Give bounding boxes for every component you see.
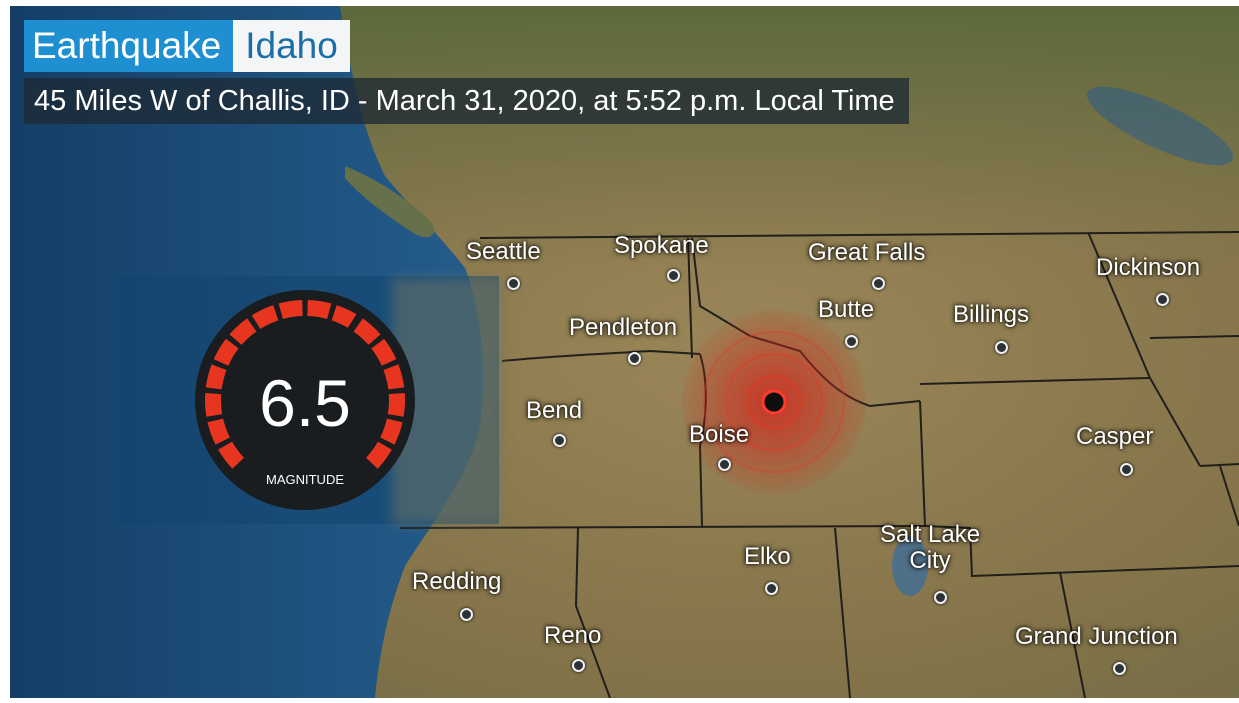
gauge-segment [371, 338, 397, 366]
magnitude-value: 6.5 [259, 366, 351, 440]
border-co-ne [1219, 465, 1239, 527]
gauge-segment [218, 441, 244, 469]
gauge-segment [383, 364, 405, 390]
border-nevada-north [399, 525, 926, 529]
city-label-great-falls: Great Falls [808, 239, 926, 266]
border-id-wy [919, 400, 926, 527]
vancouver-island [345, 166, 435, 238]
gauge-segment [251, 305, 279, 329]
gauge-segment [278, 300, 303, 319]
city-label-pendleton: Pendleton [569, 314, 678, 341]
city-label-reno: Reno [544, 622, 602, 649]
border-ut-co [1059, 571, 1086, 698]
city-marker-butte [845, 335, 858, 348]
city-label-grand-junction: Grand Junction [1015, 623, 1178, 650]
gauge-segment [380, 418, 403, 445]
city-marker-elko [765, 582, 778, 595]
city-label-casper: Casper [1076, 423, 1154, 450]
map-frame: Earthquake Idaho 45 Miles W of Challis, … [10, 6, 1239, 698]
gauge-segment [205, 364, 227, 390]
city-marker-seattle [507, 277, 520, 290]
border-canada-us [479, 231, 1239, 239]
border-ca-nv [574, 527, 611, 698]
border-mt-nd [1087, 231, 1151, 379]
border-nd-sd [1149, 335, 1239, 339]
city-label-billings: Billings [953, 301, 1030, 328]
city-label-elko: Elko [744, 543, 791, 570]
city-marker-grand-junction [1113, 662, 1126, 675]
gauge-segment [387, 392, 405, 417]
gauge-pointer [342, 312, 362, 339]
gauge-segment [353, 318, 381, 345]
border-wy-ne [1199, 463, 1239, 467]
city-label-seattle: Seattle [466, 238, 541, 265]
magnitude-label: MAGNITUDE [266, 472, 344, 487]
border-wa-or [501, 349, 701, 362]
border-wa-id [687, 237, 693, 359]
city-marker-salt-lake-city [934, 591, 947, 604]
city-label-butte: Butte [818, 296, 875, 323]
border-ut-wy [924, 525, 1239, 578]
title-bar: Earthquake Idaho [24, 20, 350, 72]
city-marker-spokane [667, 269, 680, 282]
city-label-boise: Boise [689, 421, 750, 448]
gauge-segment [205, 392, 223, 417]
border-nv-ut [834, 527, 851, 698]
city-marker-bend [553, 434, 566, 447]
city-marker-reno [572, 659, 585, 672]
city-marker-billings [995, 341, 1008, 354]
city-marker-dickinson [1156, 293, 1169, 306]
city-marker-boise [718, 458, 731, 471]
gauge-segment [207, 418, 230, 445]
gauge-segment [307, 300, 332, 319]
title-primary: Earthquake [24, 20, 234, 72]
city-label-bend: Bend [526, 397, 583, 424]
city-marker-redding [460, 608, 473, 621]
magnitude-gauge: 6.5 MAGNITUDE [195, 290, 415, 510]
city-label-spokane: Spokane [614, 232, 709, 259]
gauge-segment [229, 318, 257, 345]
city-marker-casper [1120, 463, 1133, 476]
border-mt-wy [919, 377, 1151, 385]
city-label-dickinson: Dickinson [1096, 254, 1201, 281]
city-label-salt-lake-city: Salt Lake City [880, 521, 981, 574]
city-marker-great-falls [872, 277, 885, 290]
epicenter [682, 310, 866, 494]
border-sd-wy [1149, 377, 1201, 467]
gauge-segment [366, 441, 392, 469]
gauge-segment [213, 338, 239, 366]
city-label-redding: Redding [412, 568, 502, 595]
subtitle-bar: 45 Miles W of Challis, ID - March 31, 20… [24, 78, 909, 124]
city-marker-pendleton [628, 352, 641, 365]
title-secondary: Idaho [233, 20, 350, 72]
